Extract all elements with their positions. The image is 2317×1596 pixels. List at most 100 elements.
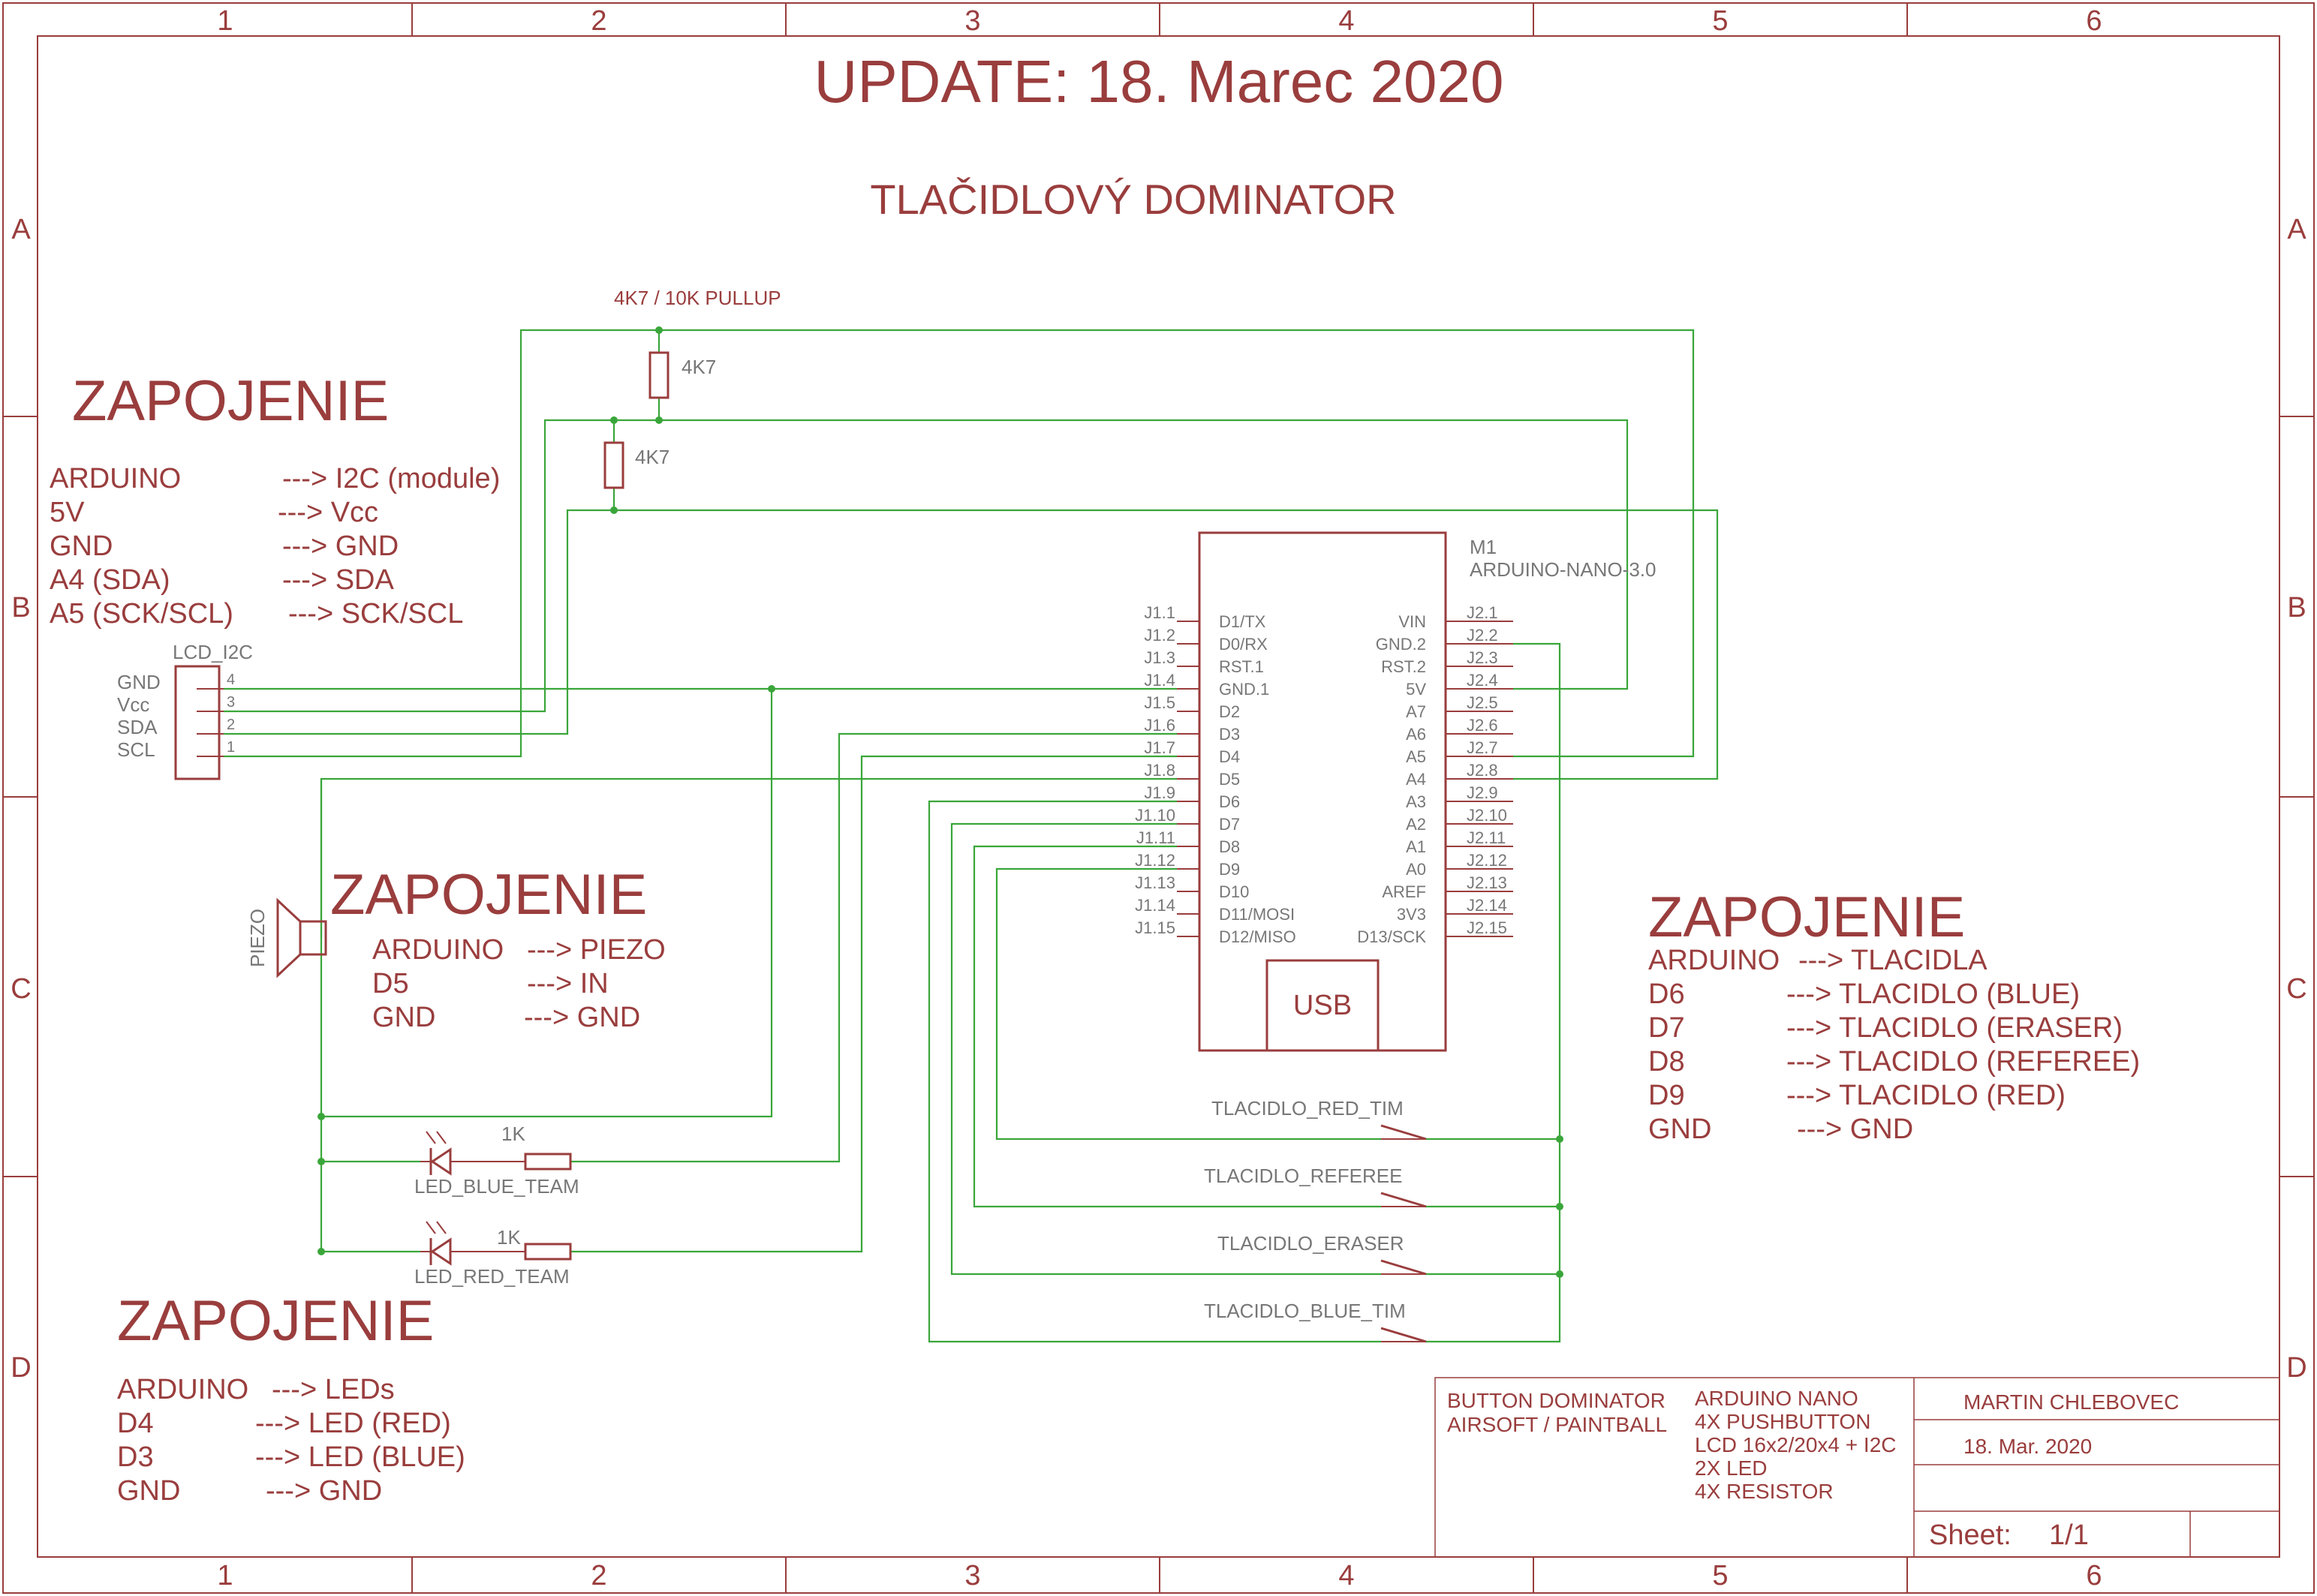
col-label: 3 (964, 1560, 980, 1591)
note-piezo-left: D5 (372, 968, 409, 999)
lcd-pin-num: 3 (227, 694, 235, 711)
lcd-connector: LCD_I2C GND Vcc SDA SCL 4 3 2 1 (117, 641, 253, 780)
row-label: A (2287, 214, 2306, 245)
button-eraser-label: TLACIDLO_ERASER (1217, 1232, 1404, 1255)
note-buttons-right: ---> TLACIDLA (1798, 945, 1988, 976)
arduino-pin-number: J1.5 (1144, 693, 1175, 712)
piezo-label: PIEZO (246, 909, 269, 967)
column-labels-top: 1 2 3 4 5 6 (217, 5, 2102, 37)
note-lcd-right: ---> SDA (282, 564, 395, 596)
note-buttons-right: ---> TLACIDLO (RED) (1786, 1080, 2066, 1111)
lcd-pin-name: GND (117, 671, 161, 693)
arduino-pin-label: A5 (1406, 747, 1426, 766)
button-blue: TLACIDLO_BLUE_TIM (1204, 1300, 1427, 1343)
lcd-header-body (174, 665, 221, 780)
note-piezo-left: GND (372, 1002, 435, 1033)
arduino-pin-label: RST.2 (1381, 657, 1426, 676)
lcd-pin-name: Vcc (117, 693, 149, 716)
arduino-pin-label: 3V3 (1397, 905, 1426, 924)
arduino-pin-number: J2.5 (1467, 693, 1498, 712)
title-block: BUTTON DOMINATOR AIRSOFT / PAINTBALL ARD… (1434, 1377, 2280, 1558)
note-piezo-right: ---> IN (527, 968, 609, 999)
note-buttons-left: ARDUINO (1648, 945, 1780, 976)
arduino-pin-label: D6 (1219, 792, 1240, 811)
note-lcd-left: ARDUINO (50, 463, 181, 494)
note-lcd-left: A5 (SCK/SCL) (50, 598, 233, 630)
row-label: B (11, 592, 30, 624)
arduino-pin-number: J2.9 (1467, 783, 1498, 802)
arduino-pin-label: A4 (1406, 770, 1426, 789)
junction-dot (655, 326, 663, 334)
wire-d4 (570, 755, 1177, 1253)
page-subtitle: TLAČIDLOVÝ DOMINATOR (870, 176, 1396, 223)
lcd-pin-num: 4 (227, 672, 235, 688)
arduino-pin-number: J2.8 (1467, 761, 1498, 780)
button-eraser: TLACIDLO_ERASER (1217, 1232, 1427, 1276)
title-block-part: 4X RESISTOR (1695, 1480, 1834, 1503)
arduino-pin-label: D7 (1219, 815, 1240, 834)
arduino-ref: M1 (1470, 536, 1497, 558)
arduino-pin-label: D13/SCK (1357, 927, 1426, 946)
button-referee-label: TLACIDLO_REFEREE (1204, 1165, 1402, 1187)
row-labels-left: A B C D (11, 214, 31, 1384)
lcd-pin-name: SDA (117, 716, 158, 738)
title-block-part: LCD 16x2/20x4 + I2C (1695, 1433, 1897, 1456)
junction-dot (317, 1158, 325, 1165)
led-red-resistor (524, 1243, 572, 1261)
note-lcd-left: 5V (50, 497, 85, 528)
led-red: 1K LED_RED_TEAM (414, 1221, 572, 1288)
page-title: UPDATE: 18. Marec 2020 (814, 48, 1504, 115)
arduino-pin-label: GND.2 (1376, 635, 1426, 654)
wire-d8 (973, 845, 1381, 1208)
junction-dot (1556, 1203, 1563, 1210)
note-buttons: ZAPOJENIE ARDUINO ---> TLACIDLA D6 ---> … (1648, 885, 2140, 1145)
junction-dot (610, 416, 618, 424)
arduino-pin-number: J1.13 (1135, 873, 1175, 892)
note-buttons-right: ---> TLACIDLO (BLUE) (1786, 978, 2080, 1010)
arduino-pin-number: J2.12 (1467, 851, 1507, 870)
note-lcd-right: ---> SCK/SCL (288, 598, 463, 630)
junction-dot (768, 685, 775, 693)
row-label: D (2286, 1352, 2306, 1384)
note-buttons-right: ---> GND (1797, 1114, 1913, 1145)
note-lcd-right: ---> Vcc (278, 497, 378, 528)
title-block-project-2: AIRSOFT / PAINTBALL (1447, 1413, 1667, 1436)
note-piezo-heading: ZAPOJENIE (330, 863, 647, 927)
wire-d7 (950, 822, 1381, 1276)
note-buttons-left: D7 (1648, 1012, 1685, 1044)
col-label: 5 (1712, 5, 1728, 37)
col-label: 6 (2086, 5, 2102, 37)
wire-vcc (224, 419, 1629, 713)
arduino-pin-number: J1.10 (1135, 806, 1175, 825)
lcd-pin-num: 1 (227, 739, 235, 756)
wire-gnd-vertical (321, 689, 773, 1118)
note-lcd: ZAPOJENIE ARDUINO ---> I2C (module) 5V -… (50, 369, 500, 630)
arduino-pin-number: J2.10 (1467, 806, 1507, 825)
wire-sda (224, 509, 1719, 780)
arduino-pin-number: J1.4 (1144, 671, 1175, 690)
arduino-pin-number: J2.11 (1467, 828, 1506, 847)
col-label: 5 (1712, 1560, 1728, 1591)
wire-d6 (928, 800, 1381, 1343)
arduino-pin-number: J1.2 (1144, 626, 1175, 645)
wire-scl (224, 329, 1695, 758)
note-piezo: ZAPOJENIE ARDUINO ---> PIEZO D5 ---> IN … (330, 863, 666, 1033)
row-label: C (11, 973, 31, 1005)
note-leds-right: ---> LED (RED) (255, 1408, 451, 1439)
title-block-date: 18. Mar. 2020 (1963, 1435, 2092, 1458)
note-leds-left: D3 (117, 1441, 154, 1473)
note-leds-left: ARDUINO (117, 1374, 248, 1405)
arduino-pin-number: J2.3 (1467, 648, 1498, 667)
arduino-pin-number: J1.1 (1144, 603, 1175, 622)
junction-dot (317, 1113, 325, 1120)
arduino-pin-label: D1/TX (1219, 612, 1266, 631)
arduino-pin-number: J1.6 (1144, 716, 1175, 735)
note-buttons-right: ---> TLACIDLO (ERASER) (1786, 1012, 2123, 1044)
note-leds-right: ---> LED (BLUE) (255, 1441, 465, 1473)
note-leds-right: ---> GND (266, 1475, 382, 1507)
col-label: 1 (217, 1560, 233, 1591)
column-labels-bottom: 1 2 3 4 5 6 (217, 1560, 2102, 1591)
led-red-label: LED_RED_TEAM (414, 1265, 570, 1288)
arduino-pin-number: J1.3 (1144, 648, 1175, 667)
